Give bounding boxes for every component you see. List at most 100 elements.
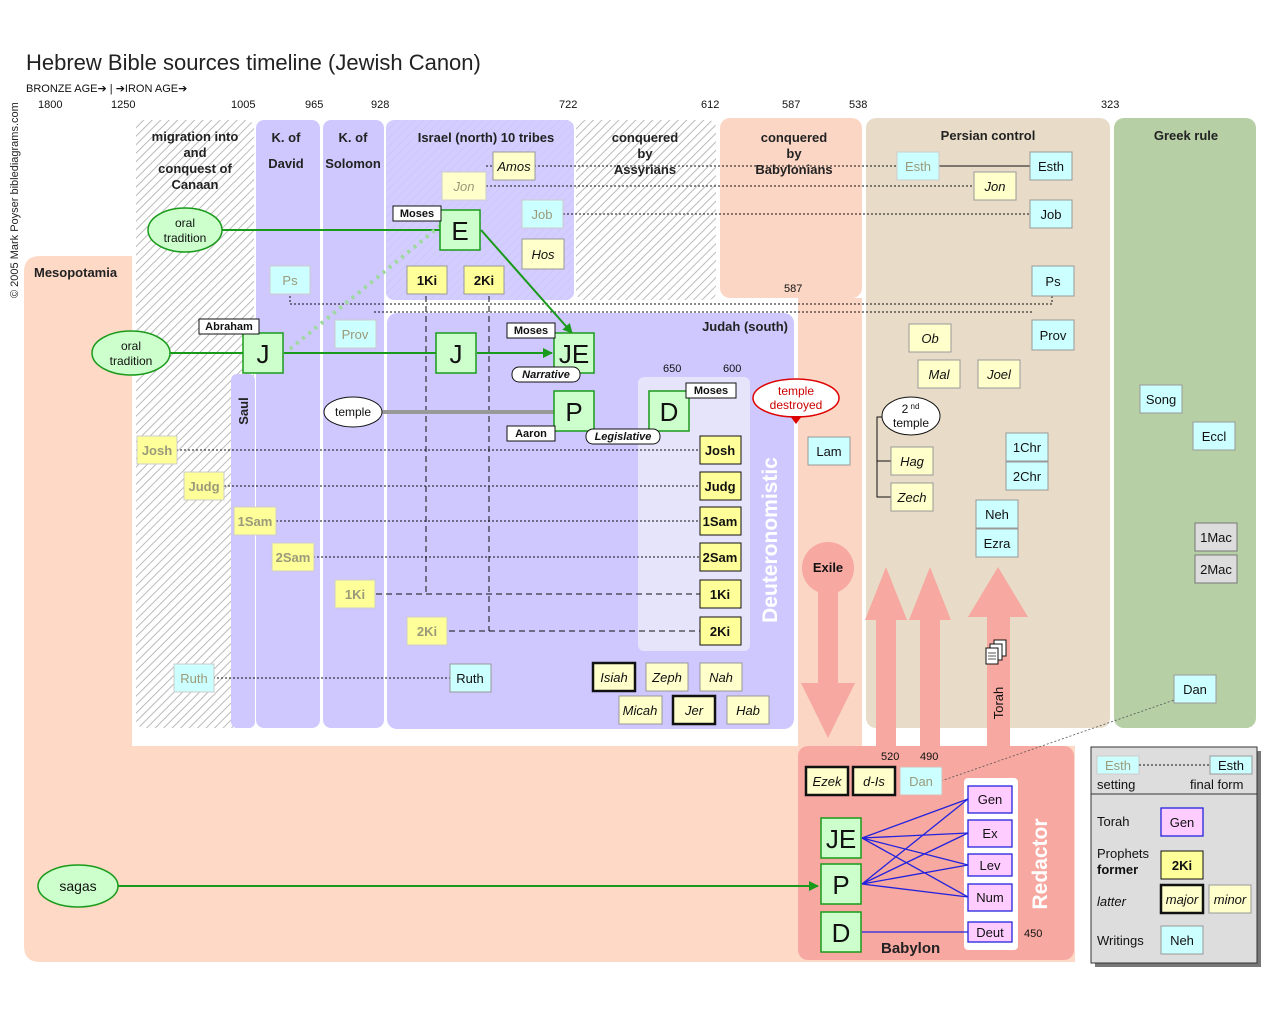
redactor-je-box: JE	[820, 817, 862, 859]
svg-text:Num: Num	[976, 890, 1003, 905]
svg-text:temple: temple	[778, 384, 814, 398]
book-2mac: 2Mac	[1194, 554, 1238, 584]
svg-text:Mal: Mal	[929, 367, 951, 382]
year-label: 928	[371, 99, 389, 111]
book-jon: Jon	[973, 171, 1017, 201]
svg-text:Ruth: Ruth	[180, 671, 207, 686]
book-dan-faded: Dan	[899, 766, 943, 796]
svg-text:tradition: tradition	[164, 231, 207, 245]
year-label: 722	[559, 99, 577, 111]
legend-minor: minor	[1214, 892, 1247, 907]
svg-text:1Ki: 1Ki	[345, 587, 365, 602]
book-job: Job	[1029, 199, 1073, 229]
copyright-text: © 2005 Mark Poyser biblediagrams.com	[9, 102, 21, 298]
svg-text:E: E	[451, 216, 468, 246]
oral-tradition-e: oral tradition	[147, 207, 223, 253]
period-label: Persian control	[941, 128, 1036, 143]
torah-arrow-label: Torah	[991, 687, 1006, 720]
period-label: Babylonians	[755, 162, 832, 177]
period-label: by	[637, 146, 653, 161]
svg-text:1Chr: 1Chr	[1013, 440, 1042, 455]
book-ex: Ex	[967, 819, 1013, 848]
svg-text:Moses: Moses	[694, 385, 728, 397]
period-label: Israel (north) 10 tribes	[418, 130, 555, 145]
svg-text:2Mac: 2Mac	[1200, 562, 1232, 577]
svg-text:Joel: Joel	[986, 367, 1012, 382]
svg-text:Amos: Amos	[496, 159, 531, 174]
svg-text:Dan: Dan	[909, 774, 933, 789]
ages-label: BRONZE AGE➔ | ➔IRON AGE➔	[26, 83, 187, 95]
period-label: K. of	[339, 130, 369, 145]
svg-text:d-Is: d-Is	[863, 774, 885, 789]
svg-text:oral: oral	[175, 216, 195, 230]
source-j-box: J	[242, 332, 284, 374]
redactor-p-box: P	[820, 863, 862, 905]
book-num: Num	[967, 883, 1013, 912]
svg-text:sagas: sagas	[59, 878, 96, 894]
legend-latter: latter	[1097, 894, 1127, 909]
assyrian-period	[576, 120, 716, 300]
narrative-tag: Narrative	[511, 366, 581, 383]
svg-text:Song: Song	[1146, 392, 1176, 407]
svg-text:2: 2	[902, 402, 909, 416]
svg-text:destroyed: destroyed	[770, 398, 823, 412]
david-period	[256, 120, 320, 728]
return-arrow-520	[865, 567, 907, 748]
svg-text:Judg: Judg	[188, 479, 219, 494]
svg-text:Ps: Ps	[282, 273, 298, 288]
svg-text:Nah: Nah	[709, 670, 733, 685]
exile-label: Exile	[813, 560, 843, 575]
book-zeph: Zeph	[645, 662, 689, 692]
period-label: migration into	[152, 129, 239, 144]
svg-text:1Sam: 1Sam	[703, 514, 738, 529]
period-label: David	[268, 156, 303, 171]
svg-text:2Ki: 2Ki	[474, 273, 494, 288]
svg-text:Josh: Josh	[142, 443, 172, 458]
redactor-d-box: D	[820, 911, 862, 953]
period-label: conquest of	[158, 161, 232, 176]
svg-text:Moses: Moses	[400, 208, 434, 220]
book-2ki-israel: 2Ki	[463, 265, 505, 295]
redactor-label: Redactor	[1029, 818, 1052, 909]
book-jer: Jer	[671, 694, 717, 726]
svg-text:Zeph: Zeph	[651, 670, 682, 685]
svg-text:Esth: Esth	[905, 159, 931, 174]
legend: Esth Esth setting final form Torah Gen P…	[1090, 746, 1261, 967]
svg-text:Narrative: Narrative	[522, 369, 570, 381]
year-label: 612	[701, 99, 719, 111]
svg-text:Ex: Ex	[982, 826, 998, 841]
legend-writings: Writings	[1097, 933, 1144, 948]
source-d-box: D	[648, 390, 690, 432]
svg-text:1Ki: 1Ki	[710, 587, 730, 602]
book-ezek: Ezek	[804, 765, 850, 797]
legend-prophets: Prophets	[1097, 846, 1150, 861]
svg-text:Zech: Zech	[897, 490, 927, 505]
svg-text:P: P	[565, 397, 582, 427]
oral-tradition-j: oral tradition	[91, 330, 171, 376]
svg-text:Hab: Hab	[736, 703, 760, 718]
book-deut: Deut	[967, 921, 1013, 943]
moses-tag-d: Moses	[685, 382, 737, 399]
period-label: conquered	[761, 130, 828, 145]
book-judg-faded: Judg	[183, 471, 225, 501]
svg-text:Ruth: Ruth	[456, 671, 483, 686]
svg-text:JE: JE	[826, 824, 856, 854]
book-hab: Hab	[726, 695, 770, 725]
page-title: Hebrew Bible sources timeline (Jewish Ca…	[26, 50, 481, 75]
year-label: 965	[305, 99, 323, 111]
period-label: K. of	[272, 130, 302, 145]
book-dan: Dan	[1173, 674, 1217, 704]
year-450: 450	[1024, 928, 1042, 940]
aaron-tag: Aaron	[506, 425, 556, 442]
svg-text:oral: oral	[121, 339, 141, 353]
svg-text:Ezek: Ezek	[813, 774, 843, 789]
svg-text:J: J	[257, 339, 270, 369]
svg-text:Isiah: Isiah	[600, 670, 627, 685]
svg-text:Eccl: Eccl	[1202, 429, 1227, 444]
book-mal: Mal	[917, 359, 961, 389]
svg-text:temple: temple	[893, 416, 929, 430]
book-joel: Joel	[977, 359, 1021, 389]
book-2sam: 2Sam	[699, 542, 742, 572]
year-600: 600	[723, 363, 741, 375]
